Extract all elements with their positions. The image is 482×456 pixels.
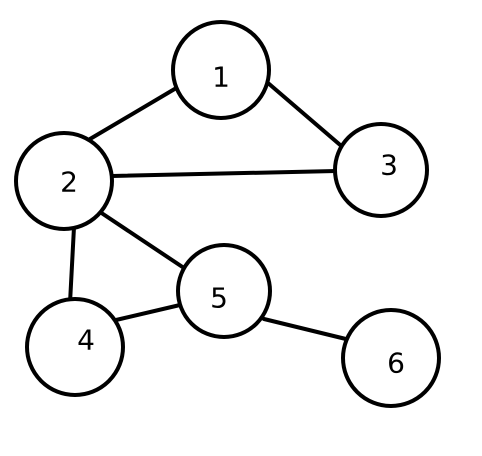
node-label: 4 xyxy=(77,324,95,357)
node-circle xyxy=(333,122,429,218)
edge-2-5 xyxy=(98,210,186,270)
edge-1-3 xyxy=(266,81,348,152)
edge-1-2 xyxy=(88,85,180,141)
node-circle xyxy=(25,297,125,397)
node-4: 4 xyxy=(25,297,125,397)
node-label: 1 xyxy=(212,61,230,94)
edge-2-4 xyxy=(68,225,76,305)
node-3: 3 xyxy=(333,122,429,218)
edge-2-3 xyxy=(110,169,338,178)
edge-5-6 xyxy=(262,317,352,342)
node-5: 5 xyxy=(176,243,272,339)
node-1: 1 xyxy=(171,20,271,120)
node-circle xyxy=(171,20,271,120)
node-2: 2 xyxy=(14,131,114,231)
node-label: 5 xyxy=(210,282,228,315)
node-label: 6 xyxy=(387,347,405,380)
node-label: 2 xyxy=(60,166,78,199)
node-circle xyxy=(176,243,272,339)
node-circle xyxy=(341,308,441,408)
nodes-layer: 1 2 3 4 5 6 xyxy=(14,20,441,408)
node-6: 6 xyxy=(341,308,441,408)
node-circle xyxy=(14,131,114,231)
node-label: 3 xyxy=(380,149,398,182)
edges-layer xyxy=(68,81,352,342)
edge-4-5 xyxy=(114,303,182,322)
